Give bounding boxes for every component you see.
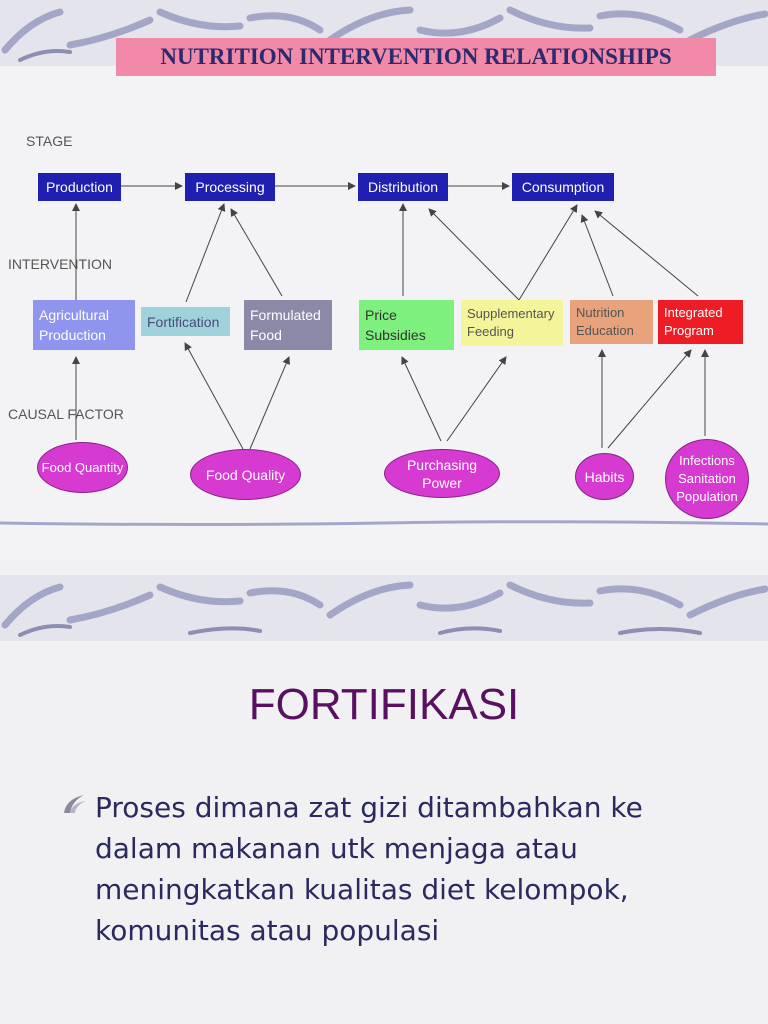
stage-processing: Processing: [185, 173, 275, 201]
causal-infections-sanitation-population: Infections Sanitation Population: [665, 439, 749, 519]
stage-production: Production: [38, 173, 121, 201]
arrow-quality-formulated: [249, 356, 290, 450]
bullet-swoosh-icon: [64, 795, 86, 813]
slide-heading: FORTIFIKASI: [248, 680, 520, 729]
arrow-supplementary-distribution: [428, 208, 520, 301]
decorative-band-top: [0, 575, 768, 641]
arrow-formulated-processing: [230, 208, 283, 297]
intervention-fortification: Fortification: [141, 307, 230, 336]
causal-habits: Habits: [575, 453, 634, 500]
intervention-supplementary-feeding: Supplementary Feeding: [461, 300, 563, 346]
intervention-formulated-food: Formulated Food: [244, 300, 332, 350]
arrow-supplementary-consumption: [518, 204, 578, 301]
causal-purchasing-power: Purchasing Power: [384, 449, 500, 498]
causal-factor-row-label: CAUSAL FACTOR: [8, 406, 124, 422]
intervention-integrated-program: Integrated Program: [658, 300, 743, 344]
intervention-price-subsidies: Price Subsidies: [359, 300, 454, 350]
diagram-arrows: [72, 182, 709, 450]
slide-fortifikasi: FORTIFIKASI Proses dimana zat gizi ditam…: [0, 575, 768, 1024]
causal-food-quality: Food Quality: [190, 449, 301, 500]
intervention-nutrition-education: Nutrition Education: [570, 300, 653, 344]
arrow-power-price: [401, 356, 442, 442]
stage-distribution: Distribution: [358, 173, 448, 201]
slide-title: NUTRITION INTERVENTION RELATIONSHIPS: [116, 38, 716, 76]
bottom-divider: [0, 520, 768, 526]
arrow-integrated-consumption: [594, 210, 699, 297]
causal-food-quantity: Food Quantity: [37, 442, 128, 493]
bullet-text: Proses dimana zat gizi ditambahkan ke da…: [95, 791, 643, 947]
stage-row-label: STAGE: [26, 133, 73, 149]
arrow-quality-fortification: [184, 342, 244, 450]
arrow-habits-integrated: [607, 349, 692, 449]
intervention-row-label: INTERVENTION: [8, 256, 112, 272]
arrow-power-supplementary: [446, 356, 507, 442]
arrow-education-consumption: [580, 214, 614, 297]
slide-nutrition-relationships: NUTRITION INTERVENTION RELATIONSHIPS STA…: [0, 0, 768, 526]
arrow-fortification-processing: [185, 203, 226, 303]
intervention-agricultural-production: Agricultural Production: [33, 300, 135, 350]
stage-consumption: Consumption: [512, 173, 614, 201]
